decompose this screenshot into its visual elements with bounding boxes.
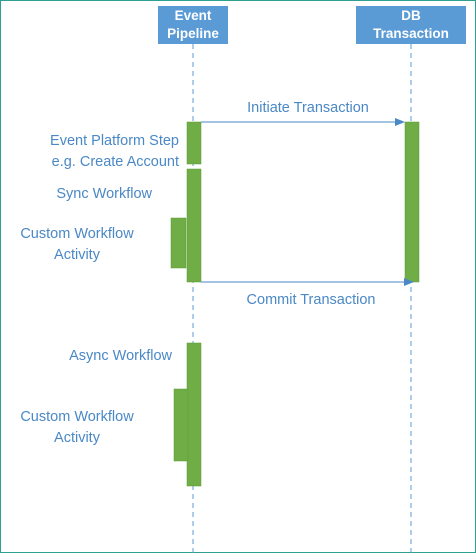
custom-activity-1-label: Custom Workflow [20, 226, 134, 242]
event-platform-step-label: Event Platform Step [50, 133, 179, 149]
async-workflow-label: Async Workflow [69, 348, 172, 364]
sync-workflow-label: Sync Workflow [56, 186, 152, 202]
custom-activity-1-activation [170, 217, 187, 269]
commit-transaction-label: Commit Transaction [247, 292, 376, 308]
db-transaction-activation [404, 121, 420, 283]
db-transaction-header-line2: Transaction [373, 26, 449, 41]
sync-workflow-activation [186, 168, 202, 283]
event-pipeline-header-line1: Event [175, 8, 212, 23]
custom-activity-2-label-line2: Activity [54, 430, 101, 446]
event-platform-step-activation [186, 121, 202, 165]
async-workflow-activation [186, 342, 202, 487]
event-pipeline-header-line2: Pipeline [167, 26, 219, 41]
event-pipeline-header: Event Pipeline [158, 6, 228, 44]
event-platform-step-example-label: e.g. Create Account [52, 154, 179, 170]
db-transaction-header-line1: DB [401, 8, 421, 23]
db-transaction-header: DB Transaction [356, 6, 466, 44]
custom-activity-2-activation [173, 388, 189, 462]
custom-activity-1-label-line2: Activity [54, 247, 101, 263]
initiate-transaction-label: Initiate Transaction [247, 100, 369, 116]
custom-activity-2-label: Custom Workflow [20, 409, 134, 425]
